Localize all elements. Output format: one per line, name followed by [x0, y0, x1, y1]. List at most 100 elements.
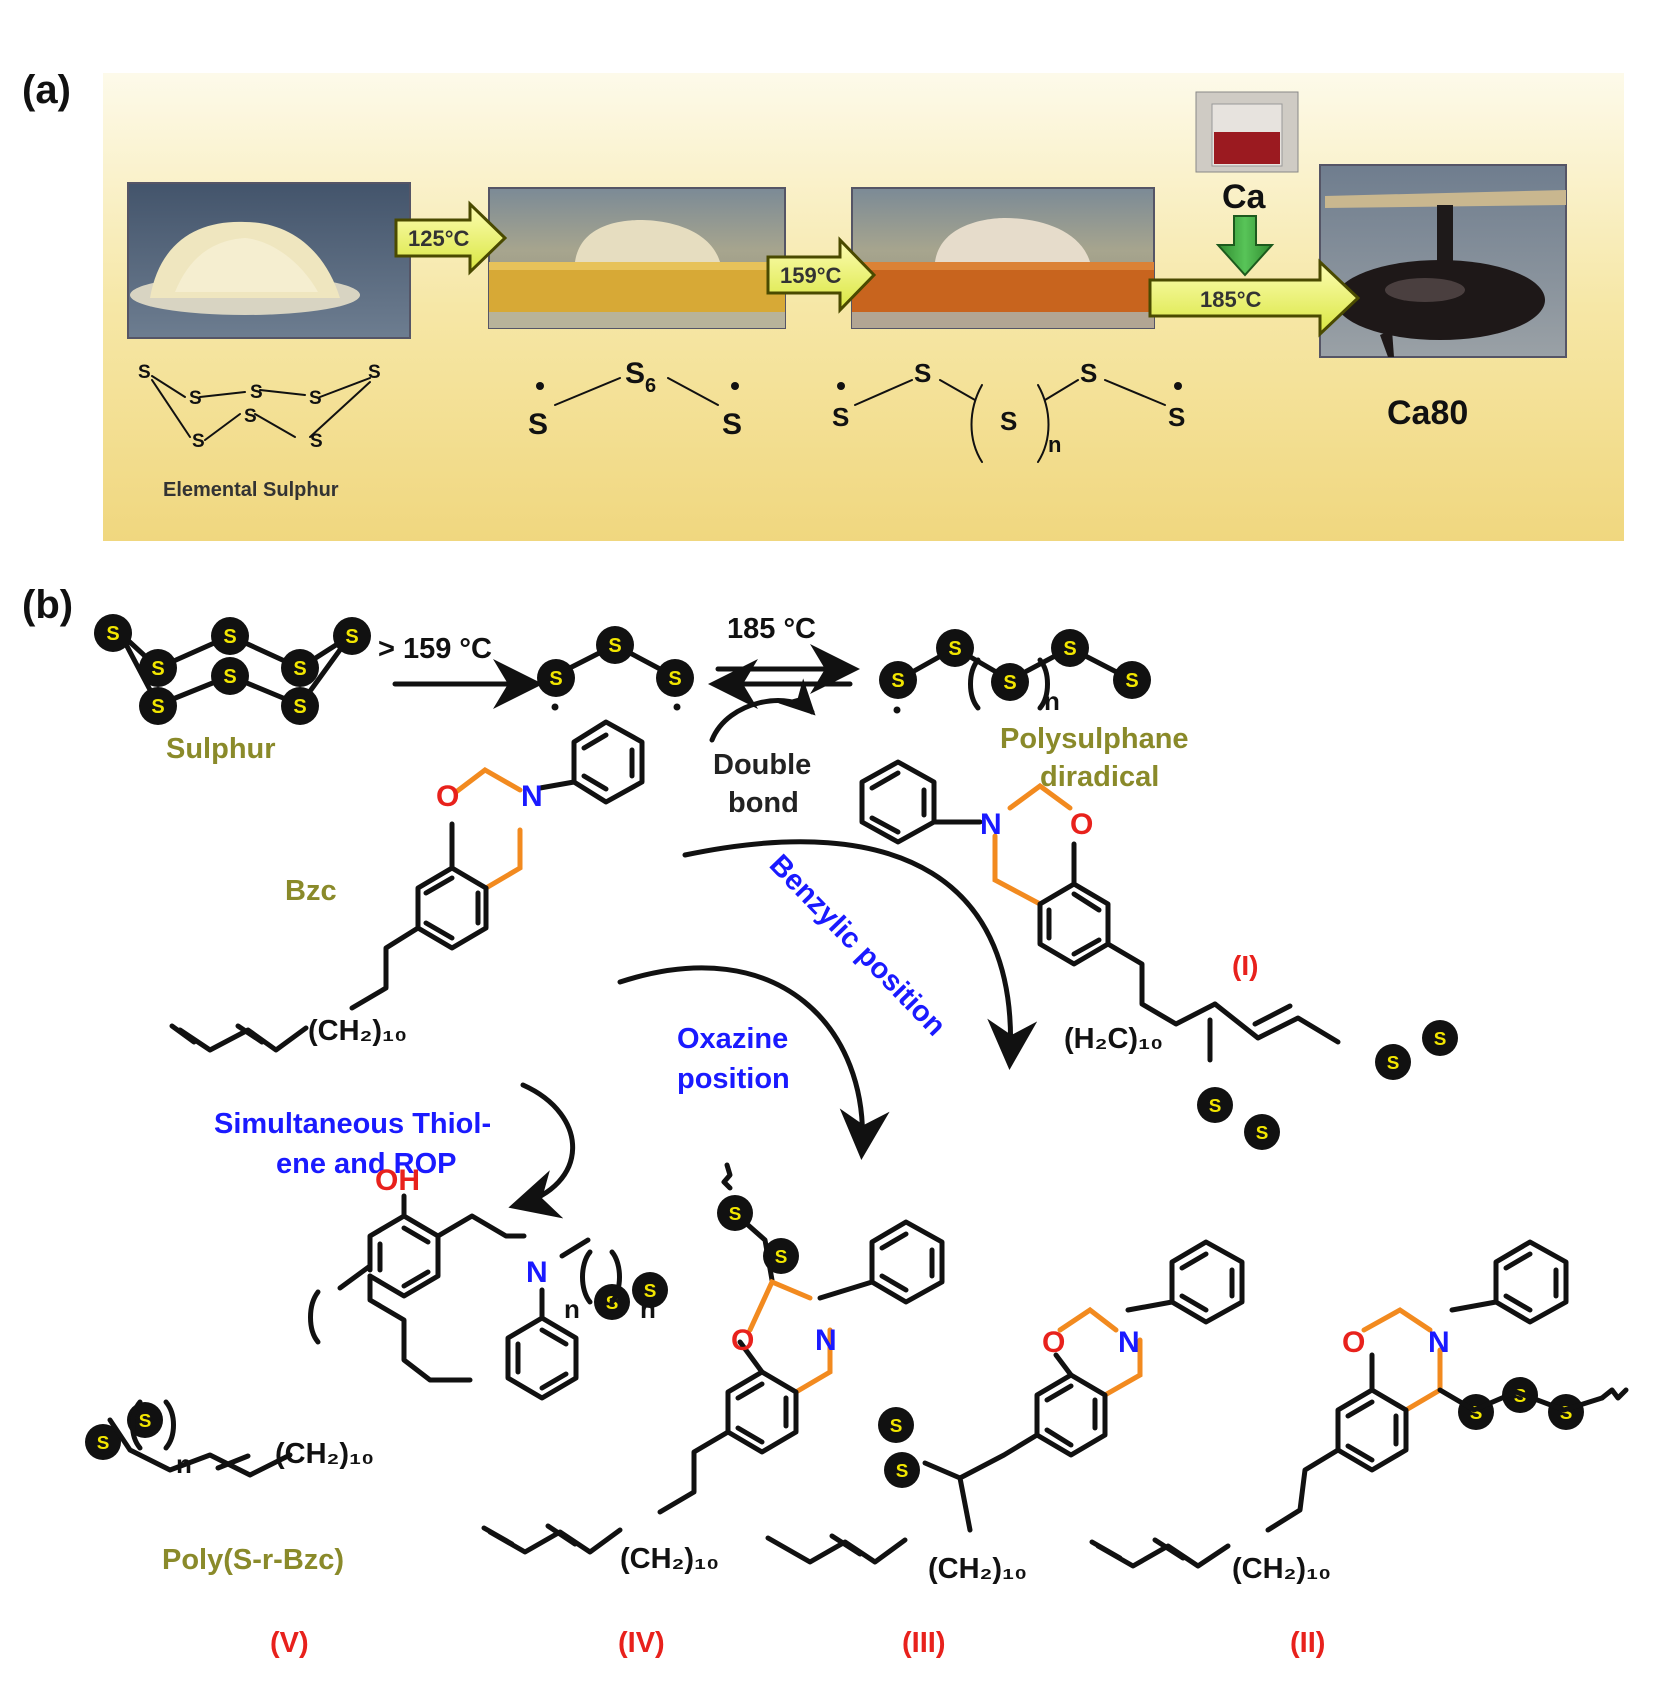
- roman-III-label: (III): [902, 1627, 946, 1659]
- sulphur-atom-symbol: S: [223, 626, 236, 648]
- radical-dot: [893, 706, 901, 714]
- oxazine-label-line2: position: [677, 1063, 790, 1095]
- roman-IV-label: (IV): [618, 1627, 665, 1659]
- n-subscript: n: [1044, 686, 1060, 716]
- structure-II: [1089, 1239, 1629, 1569]
- sulphur-atom-symbol: S: [151, 696, 164, 718]
- sulphur-atom-ball: [333, 617, 371, 655]
- elemental-sulphur-caption: Elemental Sulphur: [163, 479, 339, 501]
- photo-molten-orange: [851, 187, 1155, 329]
- sulphur-atom-symbol: S: [106, 623, 119, 645]
- sulphur-atom-ball: [211, 657, 249, 695]
- s-atom: S: [310, 431, 323, 452]
- structure-I-n-atom: N: [980, 808, 1002, 841]
- s6-diradical: S S 6 S: [528, 357, 742, 441]
- structure-I-o-atom: O: [1070, 808, 1093, 841]
- structure-II-ch2-chain: (CH₂)₁₀: [1232, 1553, 1331, 1585]
- sulphur-atom-ball: [1051, 629, 1089, 667]
- sulphur-atom-ball: [85, 1424, 121, 1460]
- sulphur-atom-ball: [1422, 1020, 1458, 1056]
- s-atom: S: [722, 408, 742, 441]
- bzc-n-atom: N: [521, 780, 543, 813]
- sulphur-atom-ball: [991, 663, 1029, 701]
- sulphur-atom-symbol: S: [1387, 1053, 1400, 1074]
- oxazine-pathway-arrow: [617, 965, 890, 1160]
- n-subscript: n: [640, 1294, 656, 1324]
- structure-I-h2c-chain: (H₂C)₁₀: [1064, 1023, 1163, 1055]
- sulphur-atom-symbol: S: [644, 1281, 657, 1302]
- s-atom: S: [250, 382, 263, 403]
- bzc-label: Bzc: [285, 875, 337, 907]
- ca-label: Ca: [1222, 178, 1267, 216]
- sulphur-atom-ball: [139, 687, 177, 725]
- sulphur-atom-ball: [211, 617, 249, 655]
- structure-IV: [481, 1162, 945, 1555]
- benzylic-pathway-arrow: [682, 839, 1038, 1070]
- sulphur-atom-symbol: S: [1003, 672, 1016, 694]
- bzc-o-atom: O: [436, 780, 459, 813]
- structure-III-ch2-chain: (CH₂)₁₀: [928, 1553, 1027, 1585]
- polysulphane-label-line2: diradical: [1040, 761, 1159, 793]
- cond-159-label: > 159 °C: [378, 633, 492, 665]
- s-atom: S: [1168, 402, 1185, 432]
- sulphur-atom-symbol: S: [890, 1416, 903, 1437]
- sulphur-atom-symbol: S: [608, 635, 621, 657]
- benzylic-position-label: Benzylic position: [763, 849, 952, 1043]
- sulphur-label: Sulphur: [166, 733, 276, 765]
- polysulphane-label-line1: Polysulphane: [1000, 723, 1189, 755]
- s3-atoms: S S S: [537, 626, 694, 697]
- s-atom: S: [1000, 406, 1017, 436]
- double-bond-label-line1: Double: [713, 749, 811, 781]
- structure-II-n-atom: N: [1428, 1326, 1450, 1359]
- sulphur-atom-ball: [1375, 1044, 1411, 1080]
- panel-b-label: (b): [22, 583, 73, 627]
- roman-II-label: (II): [1290, 1627, 1325, 1659]
- s-atom: S: [189, 388, 202, 409]
- structure-III: [765, 1239, 1245, 1565]
- s-atom: S: [244, 406, 257, 427]
- sulphur-atom-ball: [717, 1195, 753, 1231]
- arrow-125C-label: 125°C: [408, 226, 470, 251]
- roman-V-label: (V): [270, 1627, 309, 1659]
- radical-dot: [673, 703, 681, 711]
- bzc-ch2-chain: (CH₂)₁₀: [308, 1015, 407, 1047]
- photo-ca80-product: [1319, 164, 1567, 358]
- sulphur-atom-symbol: S: [223, 666, 236, 688]
- s-atom: S: [368, 362, 381, 383]
- sulphur-s8-ring: [117, 630, 353, 708]
- sulphur-atom-symbol: S: [549, 668, 562, 690]
- sulphur-atom-symbol: S: [293, 658, 306, 680]
- sulphur-atom-symbol: S: [345, 626, 358, 648]
- arrow-185C-label: 185°C: [1200, 287, 1262, 312]
- radical-dot: [551, 703, 559, 711]
- sulphur-atom-symbol: S: [948, 638, 961, 660]
- sulphur-atom-symbol: S: [891, 670, 904, 692]
- sulphur-atom-symbol: S: [729, 1204, 742, 1225]
- photo-ca-solution: [1195, 91, 1299, 173]
- s-atom: S: [192, 431, 205, 452]
- s8-ring-sketch: S S S S S S S S: [138, 362, 381, 452]
- structure-V: [107, 1193, 622, 1478]
- sulphur-atom-symbol: S: [1063, 638, 1076, 660]
- cond-185-label: 185 °C: [727, 613, 816, 645]
- bzc-monomer: [169, 719, 645, 1053]
- structure-V-ch2-chain: (CH₂)₁₀: [275, 1438, 374, 1470]
- structure-IV-ch2-chain: (CH₂)₁₀: [620, 1543, 719, 1575]
- s-atom: S: [1080, 358, 1097, 388]
- n-subscript: n: [176, 1449, 192, 1479]
- sulphur-atom-ball: [632, 1272, 668, 1308]
- thiol-ene-label-line2: ene and ROP: [276, 1148, 457, 1180]
- sulphur-atom-ball: [936, 629, 974, 667]
- s-atom: S: [528, 408, 548, 441]
- sulphur-atom-symbol: S: [668, 668, 681, 690]
- sulphur-atom-ball: [763, 1238, 799, 1274]
- sulphur-atom-ball: [281, 687, 319, 725]
- arrow-125C: 125°C: [394, 200, 508, 276]
- sulphur-atom-ball: [94, 614, 132, 652]
- sulphur-atom-symbol: S: [896, 1461, 909, 1482]
- n-subscript: n: [564, 1294, 580, 1324]
- sulphur-atom-ball: [878, 1407, 914, 1443]
- roman-I-label: (I): [1232, 950, 1258, 981]
- structure-III-o-atom: O: [1042, 1326, 1065, 1359]
